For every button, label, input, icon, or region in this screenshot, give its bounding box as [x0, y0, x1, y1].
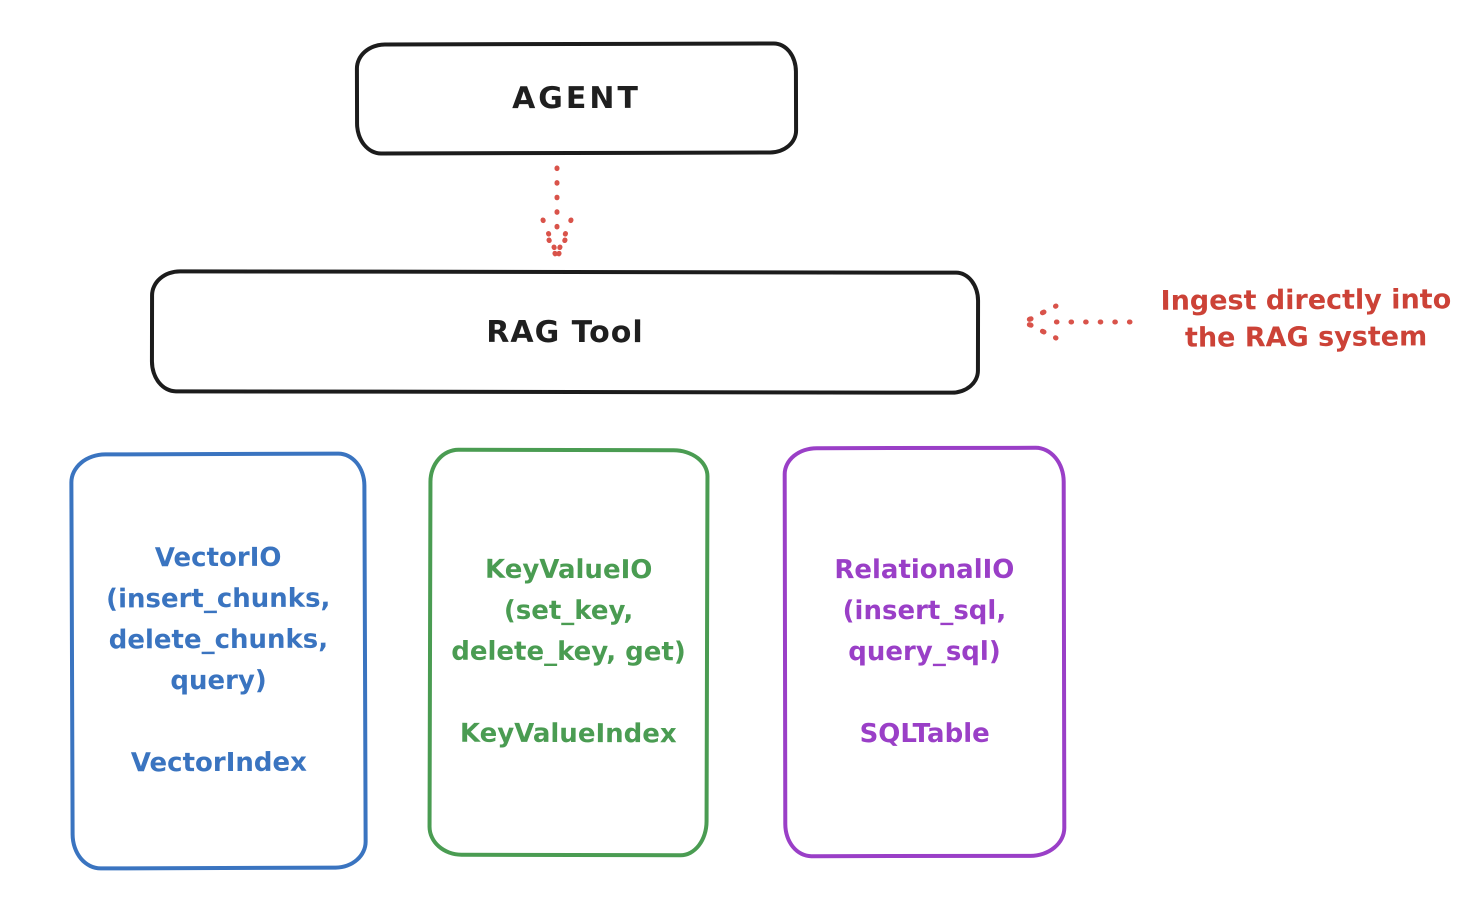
io-line: (set_key,	[503, 595, 634, 627]
io-line: RelationalIO	[834, 554, 1015, 585]
arrow-left-dotted-icon	[1022, 303, 1133, 341]
ingest-annotation-line2: the RAG system	[1184, 321, 1428, 354]
ingest-annotation-line1: Ingest directly into	[1160, 284, 1452, 317]
sql-table-label: SQLTable	[859, 718, 990, 749]
vector-io-signature: VectorIO (insert_chunks, delete_chunks, …	[106, 538, 331, 703]
vector-index-label: VectorIndex	[130, 747, 307, 779]
relational-io-node: RelationalIO (insert_sql, query_sql) SQL…	[782, 445, 1067, 859]
io-line: KeyValueIO	[484, 554, 653, 586]
vector-io-node: VectorIO (insert_chunks, delete_chunks, …	[69, 451, 368, 871]
agent-node: AGENT	[354, 41, 799, 156]
rag-tool-label: RAG Tool	[486, 314, 644, 350]
ingest-annotation: Ingest directly into the RAG system	[1138, 281, 1474, 357]
keyvalue-io-signature: KeyValueIO (set_key, delete_key, get)	[451, 550, 686, 674]
agent-label: AGENT	[512, 80, 641, 117]
arrow-down-dotted-icon	[540, 165, 574, 261]
io-line: delete_chunks,	[108, 624, 329, 656]
io-line: delete_key, get)	[451, 636, 686, 668]
keyvalue-index-label: KeyValueIndex	[459, 718, 677, 750]
io-line: (insert_sql,	[842, 595, 1007, 626]
rag-tool-node: RAG Tool	[149, 269, 981, 395]
io-line: (insert_chunks,	[106, 583, 331, 615]
io-line: query_sql)	[848, 636, 1001, 667]
relational-io-signature: RelationalIO (insert_sql, query_sql)	[834, 549, 1014, 672]
io-line: query)	[170, 665, 267, 697]
keyvalue-io-node: KeyValueIO (set_key, delete_key, get) Ke…	[427, 447, 710, 858]
io-line: VectorIO	[154, 542, 282, 574]
